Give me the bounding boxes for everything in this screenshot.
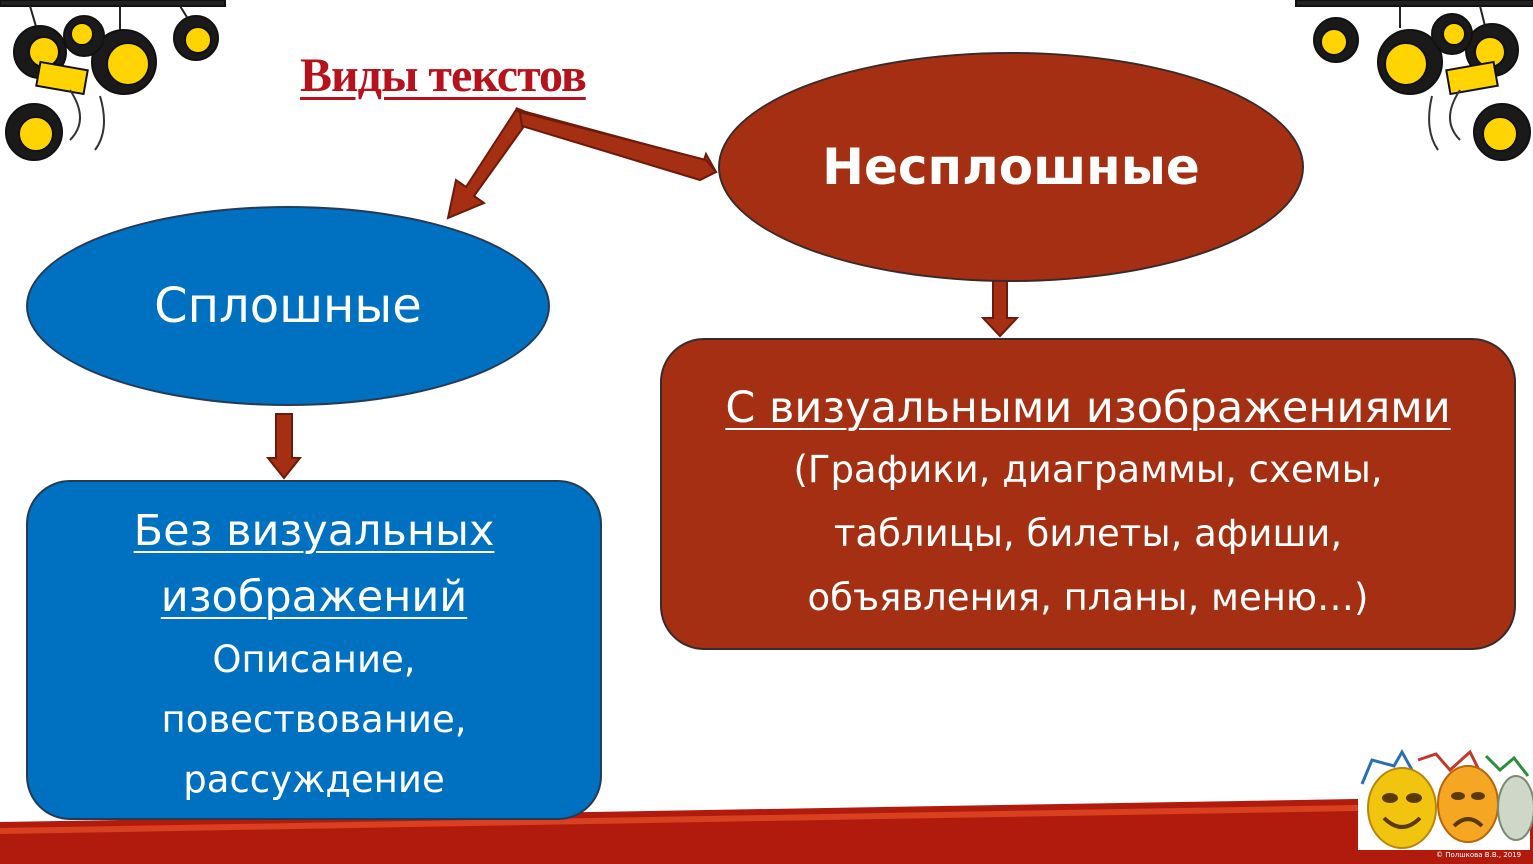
- node-continuous: Сплошные: [26, 206, 550, 406]
- spotlight-icon: [1295, 0, 1533, 161]
- credit-text: © Полшкова В.В., 2019: [1436, 851, 1522, 859]
- box-continuous-heading: Без визуальных изображений: [133, 506, 495, 622]
- footer-stripe: [0, 802, 1533, 834]
- box-noncontinuous-heading: С визуальными изображениями: [725, 383, 1451, 433]
- arrow-continuous-to-box: [265, 413, 303, 480]
- node-continuous-label: Сплошные: [154, 278, 422, 334]
- box-continuous-body: Описание, повествование, рассуждение: [161, 638, 467, 801]
- theater-masks-icon: [1358, 748, 1533, 850]
- arrow-title-to-noncontinuous: [515, 107, 718, 182]
- box-continuous: Без визуальных изображений Описание, пов…: [26, 480, 602, 820]
- spotlight-icon: [0, 0, 226, 161]
- arrow-title-to-continuous: [446, 108, 532, 220]
- node-noncontinuous-label: Несплошные: [822, 138, 1200, 196]
- box-noncontinuous: С визуальными изображениями (Графики, ди…: [660, 338, 1516, 650]
- node-noncontinuous: Несплошные: [718, 52, 1304, 282]
- slide-title: Виды текстов: [300, 49, 587, 102]
- box-noncontinuous-body: (Графики, диаграммы, схемы, таблицы, бил…: [793, 448, 1383, 619]
